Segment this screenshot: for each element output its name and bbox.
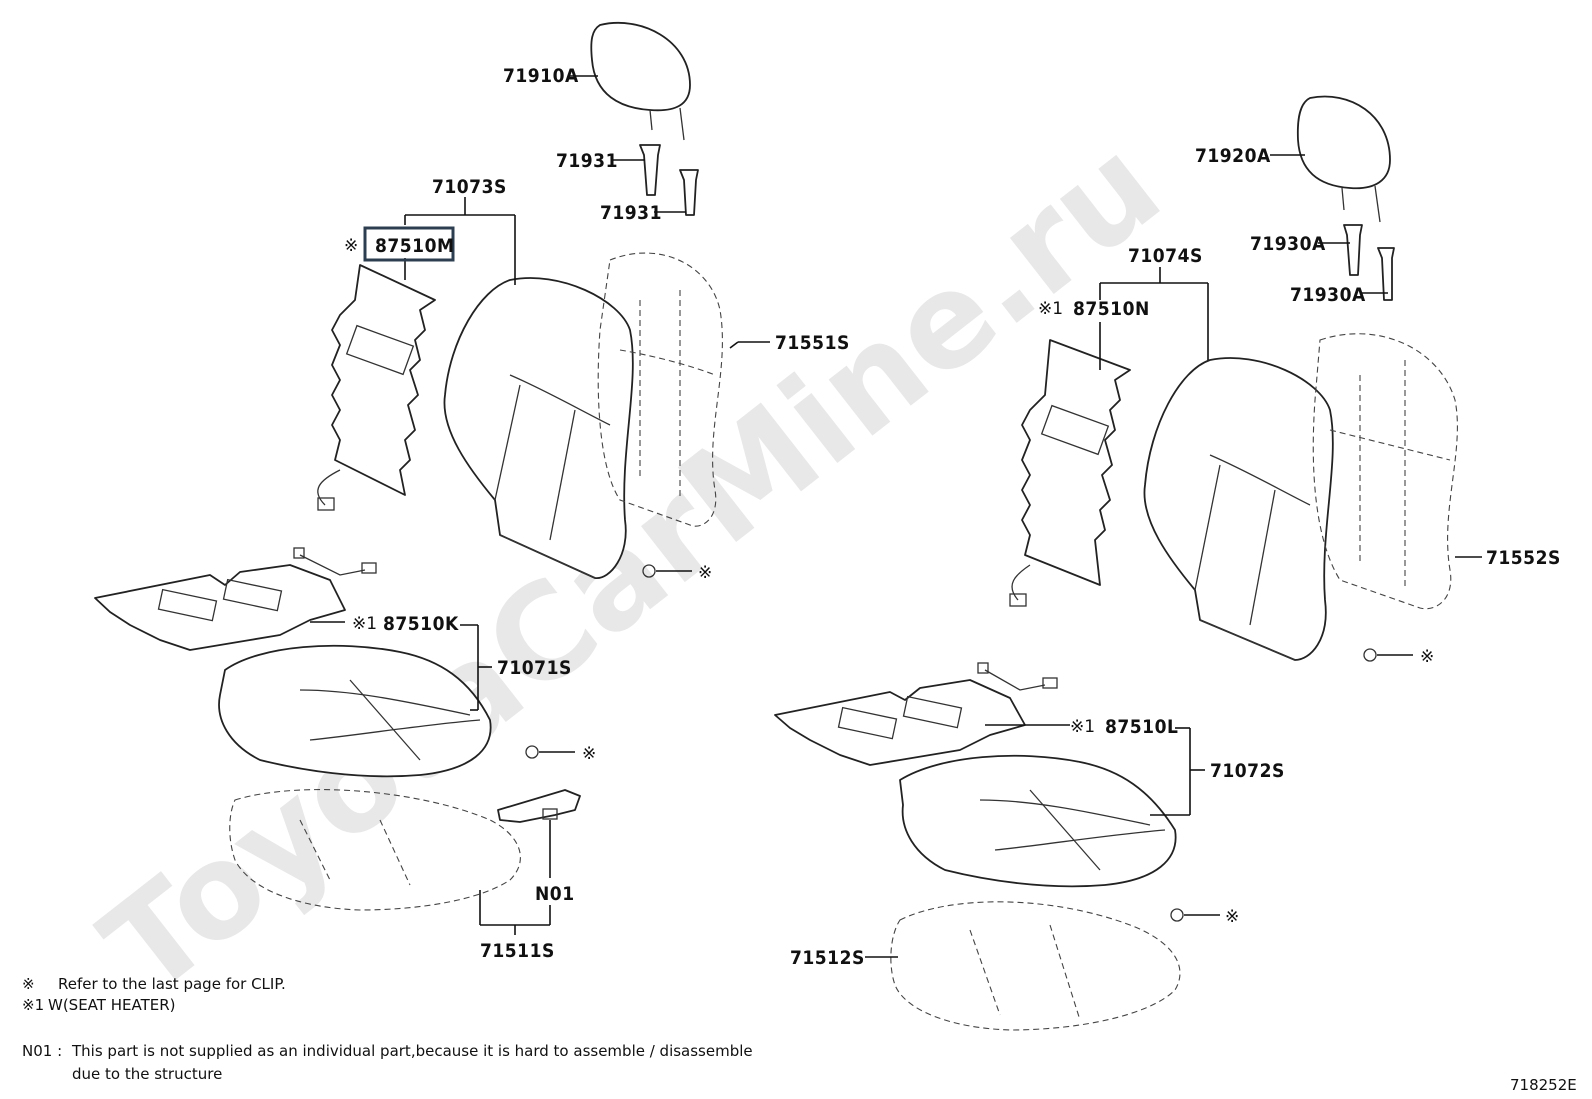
back-pad-front-shape[interactable] [597, 252, 723, 527]
n01-part-shape[interactable] [497, 789, 581, 823]
seat-cover-rear-shape[interactable] [899, 754, 1177, 888]
label-back-pad-front[interactable]: 71551S [775, 332, 850, 354]
headrest-front-shape[interactable] [590, 21, 691, 141]
label-seat-pad-front[interactable]: 71511S [480, 940, 555, 962]
label-support-rear-1[interactable]: 71930A [1250, 233, 1326, 255]
leader-lines-front [310, 75, 770, 935]
label-heater-back-front[interactable]: 87510M [375, 235, 454, 257]
label-headrest-front[interactable]: 71910A [503, 65, 579, 87]
mark-clip-front-2: ※ [582, 744, 596, 764]
mark-clip-rear-1: ※ [1420, 647, 1434, 667]
note-n01-line1: This part is not supplied as an individu… [71, 1042, 753, 1060]
headrest-support-front[interactable] [639, 144, 699, 216]
back-cover-front-shape[interactable] [443, 277, 634, 579]
label-headrest-rear[interactable]: 71920A [1195, 145, 1271, 167]
label-back-cushion-rear[interactable]: 71074S [1128, 245, 1203, 267]
label-support-front-2[interactable]: 71931 [600, 202, 662, 224]
clip-icon-rear-2 [1170, 908, 1220, 922]
mark-heater-back-rear: ※1 [1038, 299, 1063, 319]
back-heater-front-shape[interactable] [317, 264, 436, 511]
seat-pad-front-shape[interactable] [229, 789, 521, 911]
label-heater-back-rear[interactable]: 87510N [1073, 298, 1150, 320]
note-clip-text: Refer to the last page for CLIP. [58, 975, 286, 993]
mark-clip-front-1: ※ [698, 563, 712, 583]
label-seat-cover-front[interactable]: 71071S [497, 657, 572, 679]
label-back-cushion-front[interactable]: 71073S [432, 176, 507, 198]
note-n01-label: N01 : [22, 1042, 62, 1060]
label-heater-seat-rear[interactable]: 87510L [1105, 716, 1178, 738]
back-pad-rear-shape[interactable] [1312, 333, 1458, 610]
note-n01-line2: due to the structure [72, 1065, 222, 1083]
back-cover-rear-shape[interactable] [1143, 357, 1334, 661]
note-heater-symbol: ※1 [22, 996, 44, 1014]
watermark-text: ToyotaCarMine.ru [76, 109, 1188, 1025]
seat-cover-front-shape[interactable] [218, 644, 492, 778]
seat-pad-rear-shape[interactable] [890, 901, 1181, 1031]
watermark: ToyotaCarMine.ru [76, 109, 1188, 1025]
seat-heater-rear-shape[interactable] [774, 662, 1058, 766]
legend-notes: ※ Refer to the last page for CLIP. ※1 W(… [22, 975, 753, 1083]
clip-icon-rear-1 [1363, 648, 1413, 662]
label-support-rear-2[interactable]: 71930A [1290, 284, 1366, 306]
note-heater-text: W(SEAT HEATER) [48, 996, 175, 1014]
mark-heater-seat-front: ※1 [352, 614, 377, 634]
seat-heater-front-shape[interactable] [94, 547, 377, 651]
highlight-box-87510m [363, 226, 455, 262]
label-support-front-1[interactable]: 71931 [556, 150, 618, 172]
headrest-rear-shape[interactable] [1296, 95, 1391, 223]
mark-heater-seat-rear: ※1 [1070, 717, 1095, 737]
leader-lines-rear [865, 154, 1482, 958]
diagram-id: 718252E [1510, 1076, 1577, 1094]
label-back-pad-rear[interactable]: 71552S [1486, 547, 1561, 569]
mark-clip-rear-2: ※ [1225, 907, 1239, 927]
note-clip-symbol: ※ [22, 975, 35, 993]
back-heater-rear-shape[interactable] [1009, 339, 1131, 607]
clip-icon-front-2 [525, 745, 575, 759]
headrest-support-rear[interactable] [1343, 224, 1395, 301]
label-heater-seat-front[interactable]: 87510K [383, 613, 459, 635]
label-n01[interactable]: N01 [535, 883, 575, 905]
label-seat-pad-rear[interactable]: 71512S [790, 947, 865, 969]
clip-icon-front-1 [642, 564, 692, 578]
mark-heater-back-front: ※ [344, 236, 358, 256]
label-seat-cover-rear[interactable]: 71072S [1210, 760, 1285, 782]
